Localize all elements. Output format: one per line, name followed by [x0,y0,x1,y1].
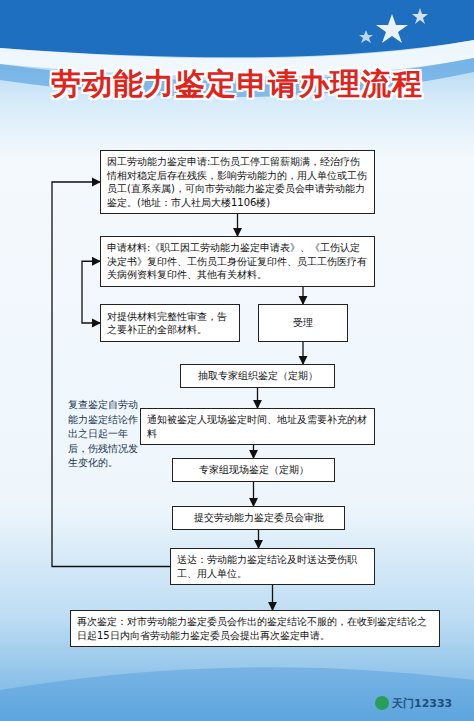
box-text: 通知被鉴定人现场鉴定时间、地址及需要补充的材料 [147,413,368,440]
process-box: 提交劳动能力鉴定委员会审批 [172,506,345,530]
box-text: 再次鉴定：对市劳动能力鉴定委员会作出的鉴定结论不服的，在收到鉴定结论之日起15日… [77,615,433,642]
process-box: 通知被鉴定人现场鉴定时间、地址及需要补充的材料 [140,408,375,445]
star [359,30,373,43]
box-text: 专家组现场鉴定（定期） [199,463,309,477]
flow-arrow [253,445,254,458]
flow-arrow [302,342,303,364]
bottom-swoosh [0,667,474,721]
process-box: 受理 [258,304,348,342]
flow-arrow [237,214,238,236]
process-box: 送达：劳动能力鉴定结论及时送达受伤职工、用人单位。 [170,548,375,585]
watermark: 天门12333 [392,696,472,711]
flow-arrow [302,287,303,305]
box-text: 申请材料:《职工因工劳动能力鉴定申请表》、《工伤认定决定书》复印件、工伤员工身份… [107,241,368,282]
box-text: 受理 [293,316,313,330]
poster-title: 劳动能力鉴定申请办理流程 [0,64,474,105]
process-box: 再次鉴定：对市劳动能力鉴定委员会作出的鉴定结论不服的，在收到鉴定结论之日起15日… [70,610,440,647]
box-text: 对提供材料完整性审查，告之要补正的全部材料。 [107,310,233,337]
watermark-icon [375,696,389,710]
box-text: 抽取专家组织鉴定（定期） [198,369,318,383]
process-box: 因工劳动能力鉴定申请:工伤员工停工留薪期满，经治疗伤情相对稳定后存在残疾，影响劳… [100,150,375,214]
flow-arrow [82,261,100,323]
star [412,8,428,24]
process-box: 专家组现场鉴定（定期） [172,458,335,482]
process-box: 抽取专家组织鉴定（定期） [180,364,335,388]
process-box: 申请材料:《职工因工劳动能力鉴定申请表》、《工伤认定决定书》复印件、工伤员工身份… [100,236,375,287]
box-text: 因工劳动能力鉴定申请:工伤员工停工留薪期满，经治疗伤情相对稳定后存在残疾，影响劳… [107,155,368,209]
top-band [0,0,474,57]
flow-arrow [272,585,273,610]
flow-arrow [258,530,259,549]
process-box: 对提供材料完整性审查，告之要补正的全部材料。 [100,304,240,342]
box-text: 送达：劳动能力鉴定结论及时送达受伤职工、用人单位。 [177,553,368,580]
star [376,14,408,43]
box-text: 提交劳动能力鉴定委员会审批 [194,511,324,525]
flow-arrow [257,388,258,409]
flow-arrow [253,482,254,507]
side-note: 复查鉴定自劳动能力鉴定结论作出之日起一年后，伤残情况发生变化的。 [68,398,142,471]
